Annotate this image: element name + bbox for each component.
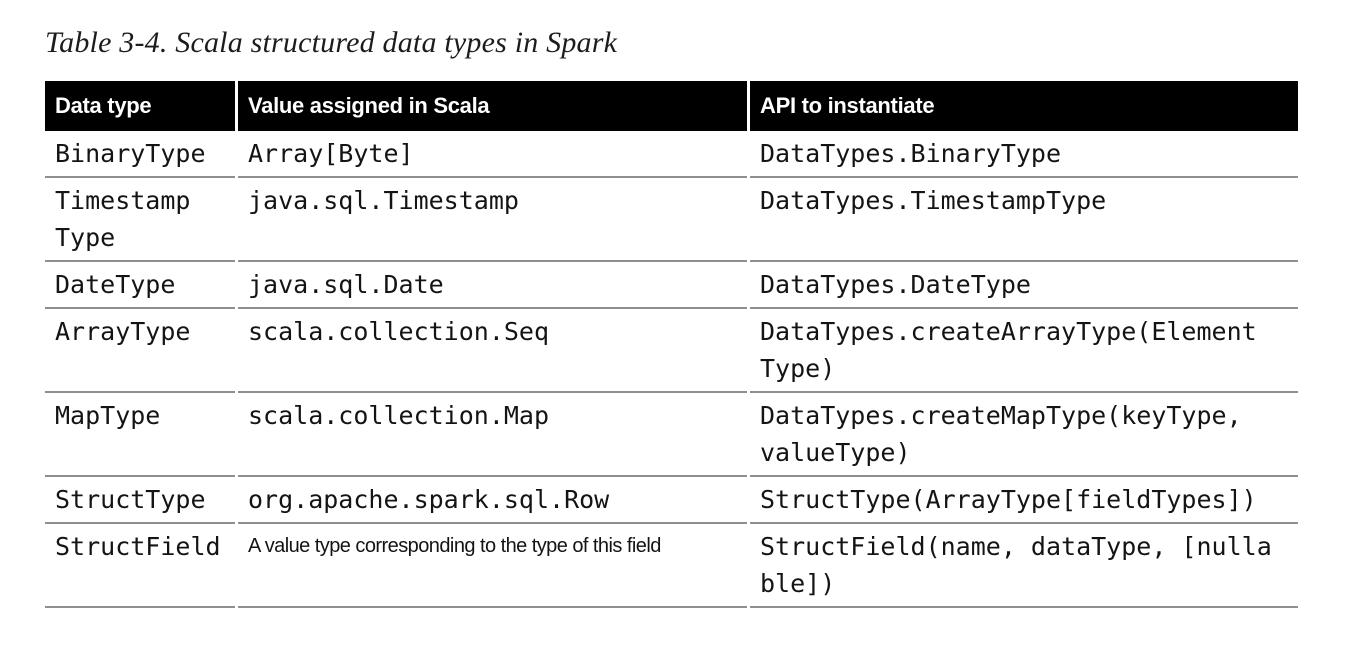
header-cell-data-type: Data type [45,81,235,131]
cell-data-type: StructField [45,524,235,608]
table-row-maptype: MapType scala.collection.Map DataTypes.c… [45,393,1298,477]
cell-api: DataTypes.TimestampType [750,178,1298,262]
cell-value: scala.collection.Seq [238,309,747,393]
table-body: BinaryType Array[Byte] DataTypes.BinaryT… [45,131,1298,608]
table-row-datetype: DateType java.sql.Date DataTypes.DateTyp… [45,262,1298,309]
table-row-structfield: StructField A value type corresponding t… [45,524,1298,608]
table-row-timestamptype: Timestamp Type java.sql.Timestamp DataTy… [45,178,1298,262]
header-cell-api: API to instantiate [750,81,1298,131]
table-row-binarytype: BinaryType Array[Byte] DataTypes.BinaryT… [45,131,1298,178]
cell-value: org.apache.spark.sql.Row [238,477,747,524]
book-page: Table 3-4. Scala structured data types i… [0,24,1360,670]
cell-data-type: StructType [45,477,235,524]
header-row: Data type Value assigned in Scala API to… [45,81,1298,131]
cell-api: DataTypes.createArrayType(Element Type) [750,309,1298,393]
cell-data-type: ArrayType [45,309,235,393]
cell-value: scala.collection.Map [238,393,747,477]
cell-value: java.sql.Timestamp [238,178,747,262]
cell-api: StructField(name, dataType, [nulla ble]) [750,524,1298,608]
cell-api: DataTypes.BinaryType [750,131,1298,178]
cell-api: DataTypes.DateType [750,262,1298,309]
cell-data-type: DateType [45,262,235,309]
table-caption: Table 3-4. Scala structured data types i… [45,26,618,59]
cell-data-type: BinaryType [45,131,235,178]
cell-value: java.sql.Date [238,262,747,309]
table-row-structtype: StructType org.apache.spark.sql.Row Stru… [45,477,1298,524]
header-cell-value-assigned: Value assigned in Scala [238,81,747,131]
table-header: Data type Value assigned in Scala API to… [45,81,1298,131]
cell-data-type: MapType [45,393,235,477]
cell-value: A value type corresponding to the type o… [238,524,747,608]
cell-api: StructType(ArrayType[fieldTypes]) [750,477,1298,524]
data-types-table: Data type Value assigned in Scala API to… [42,81,1301,608]
cell-value: Array[Byte] [238,131,747,178]
cell-api: DataTypes.createMapType(keyType, valueTy… [750,393,1298,477]
table-row-arraytype: ArrayType scala.collection.Seq DataTypes… [45,309,1298,393]
cell-data-type: Timestamp Type [45,178,235,262]
